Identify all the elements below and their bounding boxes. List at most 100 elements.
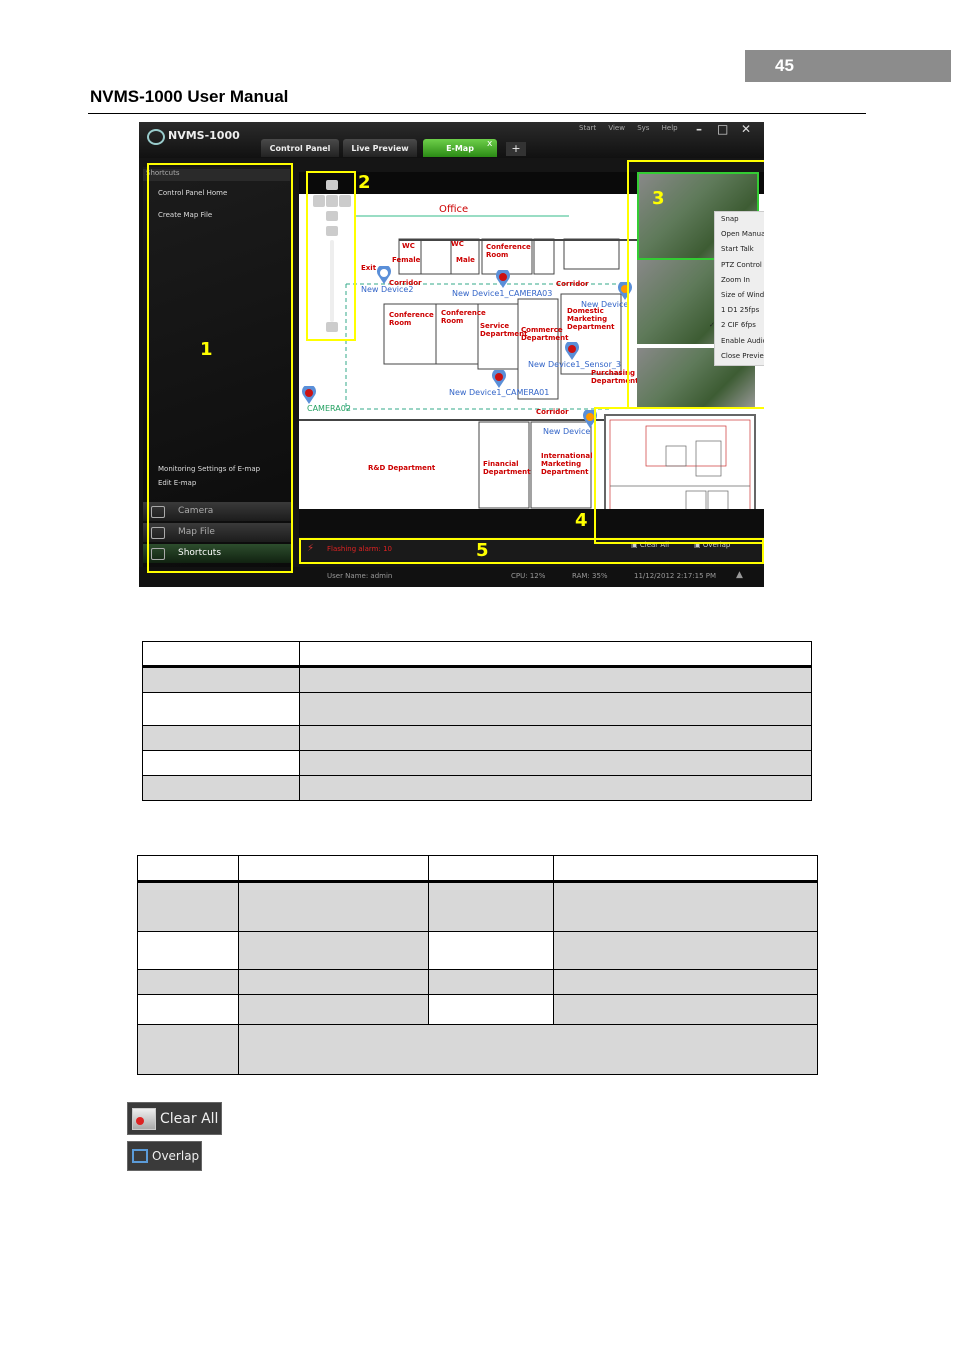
pan-center-icon[interactable] <box>326 195 338 207</box>
room-label: Service Department <box>480 322 528 338</box>
table-cell <box>299 641 812 668</box>
shortcuts-icon <box>151 548 165 560</box>
room-label: WC <box>451 240 464 248</box>
map-overlap-button[interactable]: ▣ Overlap <box>694 541 731 549</box>
close-icon[interactable]: ✕ <box>741 122 752 136</box>
ctx-1-d1-25fps[interactable]: 1 D1 25fps <box>721 306 760 315</box>
table-cell <box>299 725 812 751</box>
room-label: Conference Room <box>486 243 531 259</box>
table-cell <box>142 775 300 801</box>
clear-all-icon: ▣ <box>631 541 638 549</box>
table-cell <box>299 750 812 776</box>
table-cell <box>553 855 818 883</box>
room-label: Financial Department <box>483 460 531 476</box>
ctx-open-manual-recording[interactable]: Open Manual Recording <box>721 230 764 239</box>
device-pin-icon[interactable] <box>376 266 392 284</box>
device-pin-icon[interactable] <box>301 386 317 404</box>
clear-all-icon <box>132 1107 156 1130</box>
device-pin-icon[interactable] <box>564 342 580 360</box>
table-cell <box>142 666 300 693</box>
annotation-number: 5 <box>476 540 489 561</box>
emap-screenshot: NVMS-1000 Start View Sys Help – □ ✕ Cont… <box>139 122 764 587</box>
ctx-size-of-window[interactable]: Size of Window <box>721 290 764 299</box>
map-clear-all-button[interactable]: ▣ Clear All <box>631 541 670 549</box>
ctx-ptz-control[interactable]: PTZ Control <box>721 260 762 269</box>
table-cell <box>238 855 429 883</box>
tab-emap[interactable]: E-Map <box>423 139 497 157</box>
device-pin-icon[interactable] <box>491 370 507 388</box>
menu-view[interactable]: View <box>608 124 625 132</box>
table-cell <box>428 994 554 1025</box>
table-cell <box>238 1024 818 1075</box>
pan-left-icon[interactable] <box>313 195 325 207</box>
table-cell <box>238 994 429 1025</box>
device-label[interactable]: New Device2 <box>361 285 414 294</box>
menu-sys[interactable]: Sys <box>637 124 650 132</box>
device-label[interactable]: New Device1_CAMERA01 <box>449 388 550 397</box>
zoom-slider[interactable] <box>330 240 334 322</box>
pan-right-icon[interactable] <box>339 195 351 207</box>
menu-help[interactable]: Help <box>661 124 678 132</box>
sidebar-item-monitoring-settings[interactable]: Monitoring Settings of E-map <box>158 465 261 473</box>
sidebar-tab-shortcuts[interactable]: Shortcuts <box>143 544 293 563</box>
annotation-number: 2 <box>358 172 371 193</box>
overlap-icon <box>132 1149 148 1163</box>
table-cell <box>142 725 300 751</box>
device-pin-icon[interactable] <box>495 270 511 288</box>
checkmark-icon: ✓ <box>709 321 715 330</box>
pan-down-icon[interactable] <box>326 211 338 221</box>
annotation-number: 4 <box>575 510 588 531</box>
tab-control-panel[interactable]: Control Panel <box>261 139 339 157</box>
table-header-row <box>142 641 812 668</box>
table-row <box>142 725 812 751</box>
device-pin-icon[interactable] <box>582 410 598 428</box>
sidebar-item-create-map-file[interactable]: Create Map File <box>158 211 213 219</box>
overlap-button[interactable]: Overlap <box>127 1141 202 1171</box>
zoom-out-icon[interactable] <box>326 322 338 332</box>
room-label: Conference Room <box>389 311 434 327</box>
room-label: Corridor <box>389 279 422 287</box>
ctx-snap[interactable]: Snap <box>721 215 739 223</box>
clear-all-button[interactable]: Clear All <box>127 1102 222 1135</box>
header-rule <box>88 113 866 114</box>
alarm-text: Flashing alarm: 10 <box>327 545 392 553</box>
ctx-enable-audio[interactable]: Enable Audio <box>721 336 764 345</box>
alarm-bar: ⚡ Flashing alarm: 10 <box>299 540 764 560</box>
ctx-close-preview[interactable]: Close Preview <box>721 351 764 360</box>
table-header-row <box>137 855 818 883</box>
add-tab-button[interactable]: + <box>506 142 526 156</box>
device-label[interactable]: New Device <box>581 300 629 309</box>
maximize-icon[interactable]: □ <box>717 122 729 136</box>
zoom-in-icon[interactable] <box>326 226 338 236</box>
table-cell <box>238 881 429 932</box>
sidebar-tab-map-file[interactable]: Map File <box>143 523 293 542</box>
table-cell <box>137 931 239 970</box>
device-label[interactable]: New Device1_CAMERA03 <box>452 289 553 298</box>
minimize-icon[interactable]: – <box>696 122 702 136</box>
room-label: Male <box>456 256 475 264</box>
ctx-2-cif-6fps[interactable]: ✓2 CIF 6fps <box>709 318 764 333</box>
table-cell <box>142 750 300 776</box>
region-description-table <box>142 641 812 801</box>
status-cpu: CPU: 12% <box>511 572 546 580</box>
device-label[interactable]: CAMERA02 <box>307 404 351 413</box>
table-cell <box>299 775 812 801</box>
sidebar-item-edit-emap[interactable]: Edit E-map <box>158 479 197 487</box>
table-cell <box>238 931 429 970</box>
map-bottom-bar <box>299 509 764 537</box>
menu-start[interactable]: Start <box>579 124 597 132</box>
ctx-zoom-in[interactable]: Zoom In <box>721 275 750 284</box>
ctx-start-talk[interactable]: Start Talk <box>721 245 754 254</box>
overlap-icon: ▣ <box>694 541 701 549</box>
device-label[interactable]: New Device1_Sensor_3 <box>528 360 621 369</box>
pan-up-icon[interactable] <box>326 180 338 190</box>
device-label[interactable]: New Device <box>543 427 591 436</box>
sidebar-tab-camera[interactable]: Camera <box>143 502 293 521</box>
tab-live-preview[interactable]: Live Preview <box>343 139 417 157</box>
expand-up-icon[interactable]: ▲ <box>736 570 743 580</box>
room-label: Corridor <box>556 280 589 288</box>
button-description-table <box>137 855 818 1075</box>
alarm-icon: ⚡ <box>307 543 315 554</box>
tab-close-icon[interactable]: x <box>487 139 493 149</box>
sidebar-item-control-panel-home[interactable]: Control Panel Home <box>158 189 228 197</box>
